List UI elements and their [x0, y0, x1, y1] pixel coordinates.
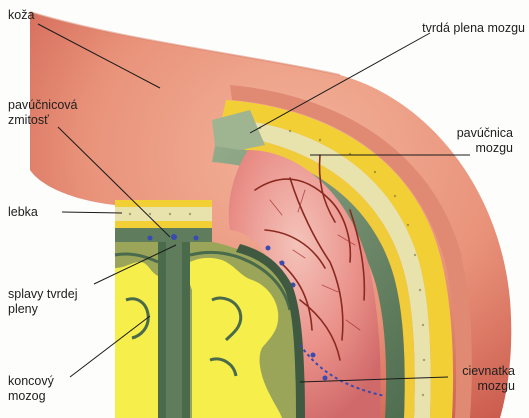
- label-koncovy-mozog: koncový mozog: [8, 374, 54, 404]
- label-koza: koža: [8, 8, 34, 23]
- brain-white-matter: [115, 262, 158, 418]
- label-lebka: lebka: [8, 205, 38, 220]
- label-splavy: splavy tvrdej pleny: [8, 287, 77, 317]
- label-cievnatka: cievnatka mozgu: [462, 364, 515, 394]
- label-pavucnicova-zmitost: pavúčnicová zmitosť: [8, 98, 78, 128]
- label-pavucnica-mozgu: pavúčnica mozgu: [457, 126, 513, 156]
- label-tvrda-plena: tvrdá plena mozgu: [422, 21, 525, 36]
